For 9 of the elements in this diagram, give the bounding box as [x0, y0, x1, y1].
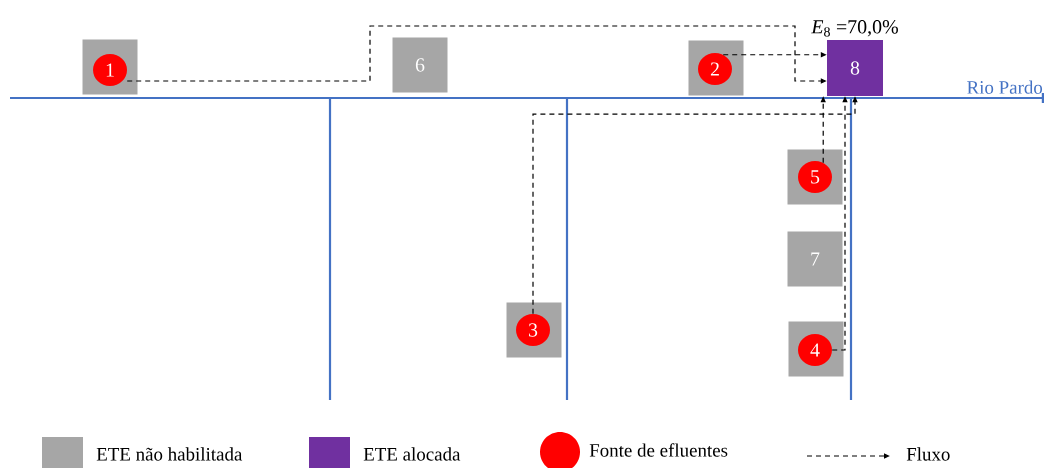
- legend-label: Fonte de efluentes: [589, 443, 728, 457]
- river-label: Rio Pardo: [967, 80, 1043, 94]
- station-box: 6: [392, 37, 448, 93]
- legend-label: ETE não habilitada: [96, 447, 243, 461]
- allocated-station-box: 8: [827, 40, 883, 96]
- legend-label: ETE alocada: [363, 447, 461, 461]
- station-box: 7: [787, 231, 843, 287]
- efficiency-label: E$_{8}$ =70,0%: [811, 20, 898, 37]
- legend-label: Fluxo: [906, 447, 950, 461]
